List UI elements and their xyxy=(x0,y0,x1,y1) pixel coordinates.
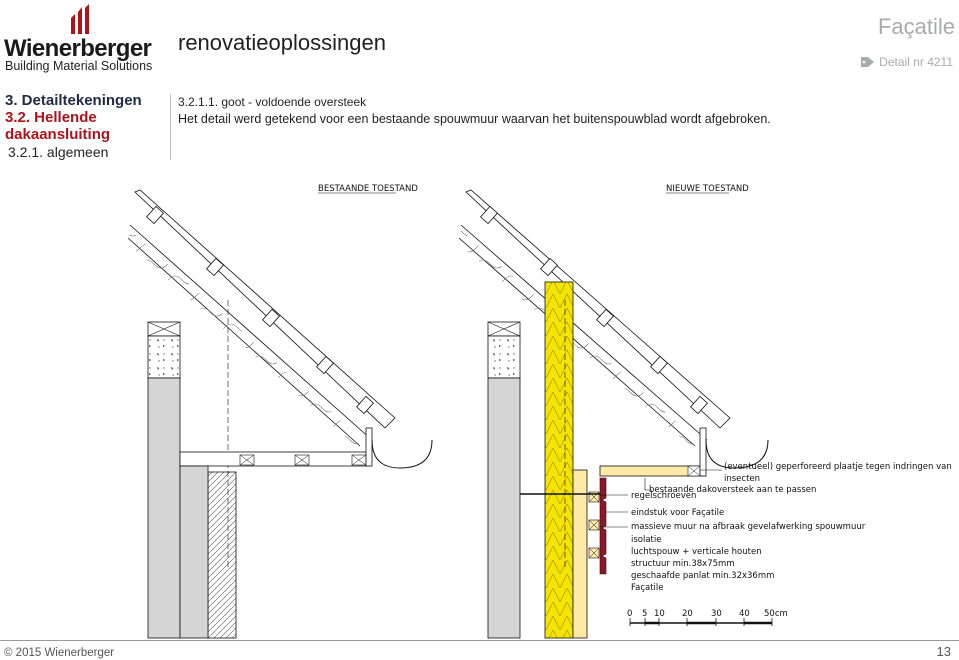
new-situation-section xyxy=(458,189,769,639)
product-title: Façatile xyxy=(877,14,955,39)
brand-name: Wienerberger xyxy=(4,35,152,62)
scale-tick-10: 10 xyxy=(654,609,665,619)
breadcrumb-nav: 3. Detailtekeningen 3.2. Hellende dakaan… xyxy=(5,92,167,162)
label-solid-wall: massieve muur na afbraak gevelafwerking … xyxy=(631,522,866,532)
logo-mark-icon xyxy=(71,4,89,34)
label-air-cavity: luchtspouw + verticale houten xyxy=(631,547,762,557)
label-screws: regelschroeven xyxy=(631,491,696,501)
copyright: © 2015 Wienerberger xyxy=(4,647,115,659)
label-existing-overhang: bestaande dakoversteek aan te passen xyxy=(649,485,816,495)
label-insulation: isolatie xyxy=(631,535,662,545)
detail-heading: 3.2.1.1. goot - voldoende oversteek xyxy=(178,95,367,109)
nav-level-1[interactable]: 3. Detailtekeningen xyxy=(5,92,142,109)
scale-tick-0: 0 xyxy=(627,609,632,619)
existing-situation-section xyxy=(127,189,433,639)
section-title: renovatieoplossingen xyxy=(178,30,386,55)
label-facatile: Façatile xyxy=(631,583,664,593)
footer-divider xyxy=(0,640,959,641)
left-drawing-title: BESTAANDE TOESTAND xyxy=(318,184,418,194)
nav-level-2[interactable]: 3.2. Hellende dakaansluiting xyxy=(5,109,111,143)
brand-subtitle: Building Material Solutions xyxy=(5,59,153,73)
scale-bar: 0 5 10 20 30 40 50cm xyxy=(627,609,788,626)
scale-tick-20: 20 xyxy=(682,609,693,619)
right-drawing-title: NIEUWE TOESTAND xyxy=(666,184,749,194)
tag-icon xyxy=(861,57,875,67)
detail-number-text: Detail nr 4211 xyxy=(879,55,953,69)
nav-level-3[interactable]: 3.2.1. algemeen xyxy=(8,144,109,160)
label-end-piece: eindstuk voor Façatile xyxy=(631,508,724,518)
label-perforated-plate: (eventueel) geperforeerd plaatje tegen i… xyxy=(724,462,952,472)
detail-description: Het detail werd getekend voor een bestaa… xyxy=(178,112,771,126)
detail-number: Detail nr 4211 xyxy=(861,55,953,69)
scale-tick-40: 40 xyxy=(739,609,750,619)
label-batten: geschaafde panlat min.32x36mm xyxy=(631,571,774,581)
wienerberger-logo[interactable]: Wienerberger Building Material Solutions xyxy=(4,4,166,74)
scale-tick-50: 50cm xyxy=(764,609,788,619)
annotation-labels: (eventueel) geperforeerd plaatje tegen i… xyxy=(631,462,952,593)
scale-tick-5: 5 xyxy=(642,609,647,619)
nav-divider xyxy=(170,94,171,160)
label-structure: structuur min.38x75mm xyxy=(631,559,735,569)
label-insects: insecten xyxy=(724,474,760,484)
scale-tick-30: 30 xyxy=(711,609,722,619)
page-number: 13 xyxy=(936,644,951,659)
